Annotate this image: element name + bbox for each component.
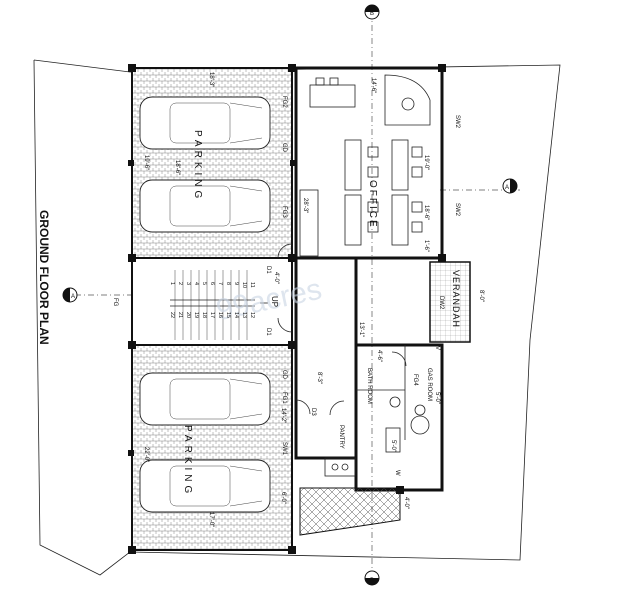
stair-step-10: 10 — [241, 282, 247, 288]
tag-w: W — [394, 470, 400, 476]
dim-office-2: 19'-0" — [423, 155, 429, 170]
stair-step-7: 7 — [217, 282, 223, 285]
office-label: OFFICE — [367, 180, 378, 229]
dim-parking-top-1: 18'-3" — [208, 72, 214, 87]
dim-office-1: 14'-6" — [370, 78, 376, 93]
stair-step-17: 17 — [209, 312, 215, 318]
section-marker-b-top — [364, 4, 380, 20]
stair-treads — [170, 270, 255, 340]
stair-step-5: 5 — [201, 282, 207, 285]
stair-step-4: 4 — [193, 282, 199, 285]
stair-numbers-top: 1 2 3 4 5 6 7 8 9 10 11 — [169, 282, 255, 288]
stair-step-15: 15 — [225, 312, 231, 318]
dim-gas: 5'-0" — [434, 392, 440, 404]
dim-misc-1: 13'-1" — [358, 322, 364, 337]
stair-step-3: 3 — [185, 282, 191, 285]
tag-fg1: FG1 — [281, 392, 287, 404]
dim-office-4: 1'-6" — [423, 240, 429, 252]
tag-fg2: FG2 — [281, 96, 287, 108]
columns — [128, 64, 446, 554]
dim-bath: 4'-6" — [376, 350, 382, 362]
section-letter-b-bottom: B — [370, 578, 374, 584]
tag-d3: D3 — [310, 408, 316, 416]
door-swings — [277, 243, 311, 415]
dim-verandah: 8'-0" — [478, 290, 484, 302]
section-marker-b-bottom — [364, 570, 380, 586]
stair-step-11: 11 — [249, 282, 255, 288]
dim-parking-bottom-4: 6'-0" — [280, 492, 286, 504]
dim-parking-bottom-1: 22'-0" — [143, 447, 149, 462]
stair-step-13: 13 — [241, 312, 247, 318]
stair-step-6: 6 — [209, 282, 215, 285]
section-marker-a-left — [62, 287, 78, 303]
car-bottom-2 — [139, 459, 271, 513]
dim-parking-top-4: 28'-3" — [302, 198, 308, 213]
section-letter-a-left: A — [71, 294, 75, 300]
dim-parking-top-3: 18'-6" — [174, 160, 180, 175]
tag-sw2-bottom: SW2 — [454, 203, 460, 217]
dim-pantry-1: 8'-3" — [316, 372, 322, 384]
dim-parking-bottom-3: 14'-2" — [280, 408, 286, 423]
dim-office-3: 18'-6" — [423, 205, 429, 220]
dim-pantry-2: 5'-0" — [390, 440, 396, 452]
tag-sw1: SW1 — [281, 442, 287, 456]
section-letter-b-top: B — [370, 11, 374, 17]
car-top-2 — [139, 179, 271, 233]
stair-step-1: 1 — [169, 282, 175, 285]
pantry-label: PANTRY — [338, 425, 344, 449]
tag-d1-top: D1 — [265, 266, 271, 274]
service-fixtures — [324, 345, 430, 477]
stair-step-2: 2 — [177, 282, 183, 285]
stair-step-8: 8 — [225, 282, 231, 285]
stair-step-20: 20 — [185, 312, 191, 318]
car-bottom-1 — [139, 372, 271, 426]
stair-step-21: 21 — [177, 312, 183, 318]
stair-step-18: 18 — [201, 312, 207, 318]
stair-block — [131, 257, 293, 346]
tag-sw2-top: SW2 — [454, 115, 460, 129]
plan-title: GROUND FLOOR PLAN — [37, 210, 51, 345]
tag-gd: GD — [281, 143, 287, 153]
gas-label: GAS ROOM — [426, 368, 432, 401]
stair-step-14: 14 — [233, 312, 239, 318]
dim-parking-bottom-2: 17'-0" — [208, 512, 214, 527]
lower-wing-wall — [354, 343, 444, 492]
tag-gd2: GD — [281, 370, 287, 380]
stair-step-9: 9 — [233, 282, 239, 285]
dim-parking-top-2: 19'-6" — [143, 155, 149, 170]
stair-step-16: 16 — [217, 312, 223, 318]
parking-top-label: PARKING — [192, 130, 203, 202]
stair-step-12: 12 — [249, 312, 255, 318]
stair-step-22: 22 — [169, 312, 175, 318]
tag-dw2: DW2 — [438, 296, 444, 310]
office-furniture — [299, 74, 431, 257]
stair-up-label: UP — [270, 296, 279, 307]
bath-label: BATH ROOM — [366, 368, 372, 404]
stair-step-19: 19 — [193, 312, 199, 318]
lower-yard — [299, 487, 401, 536]
dim-misc-3: 4'-0" — [403, 497, 409, 509]
verandah-floor — [429, 261, 471, 343]
car-top-1 — [139, 96, 271, 150]
tag-d1-bottom: D1 — [265, 328, 271, 336]
verandah-label: VERANDAH — [451, 270, 461, 328]
tag-fg4: FG4 — [412, 374, 418, 386]
tag-fg3: FG3 — [281, 206, 287, 218]
stair-numbers-bottom: 12 13 14 15 16 17 18 19 20 21 22 — [169, 312, 255, 318]
tag-fg: FG — [112, 298, 118, 307]
parking-bottom-label: PARKING — [182, 425, 193, 497]
section-letter-a-right: A — [505, 185, 509, 191]
opening-tags: D1 D1 D3 FG1 FG2 FG3 FG4 GD GD SW1 SW2 S… — [112, 96, 460, 476]
section-marker-a-right — [502, 178, 518, 194]
dim-misc-2: 4'-0" — [273, 272, 279, 284]
tag-v: V — [434, 346, 440, 350]
